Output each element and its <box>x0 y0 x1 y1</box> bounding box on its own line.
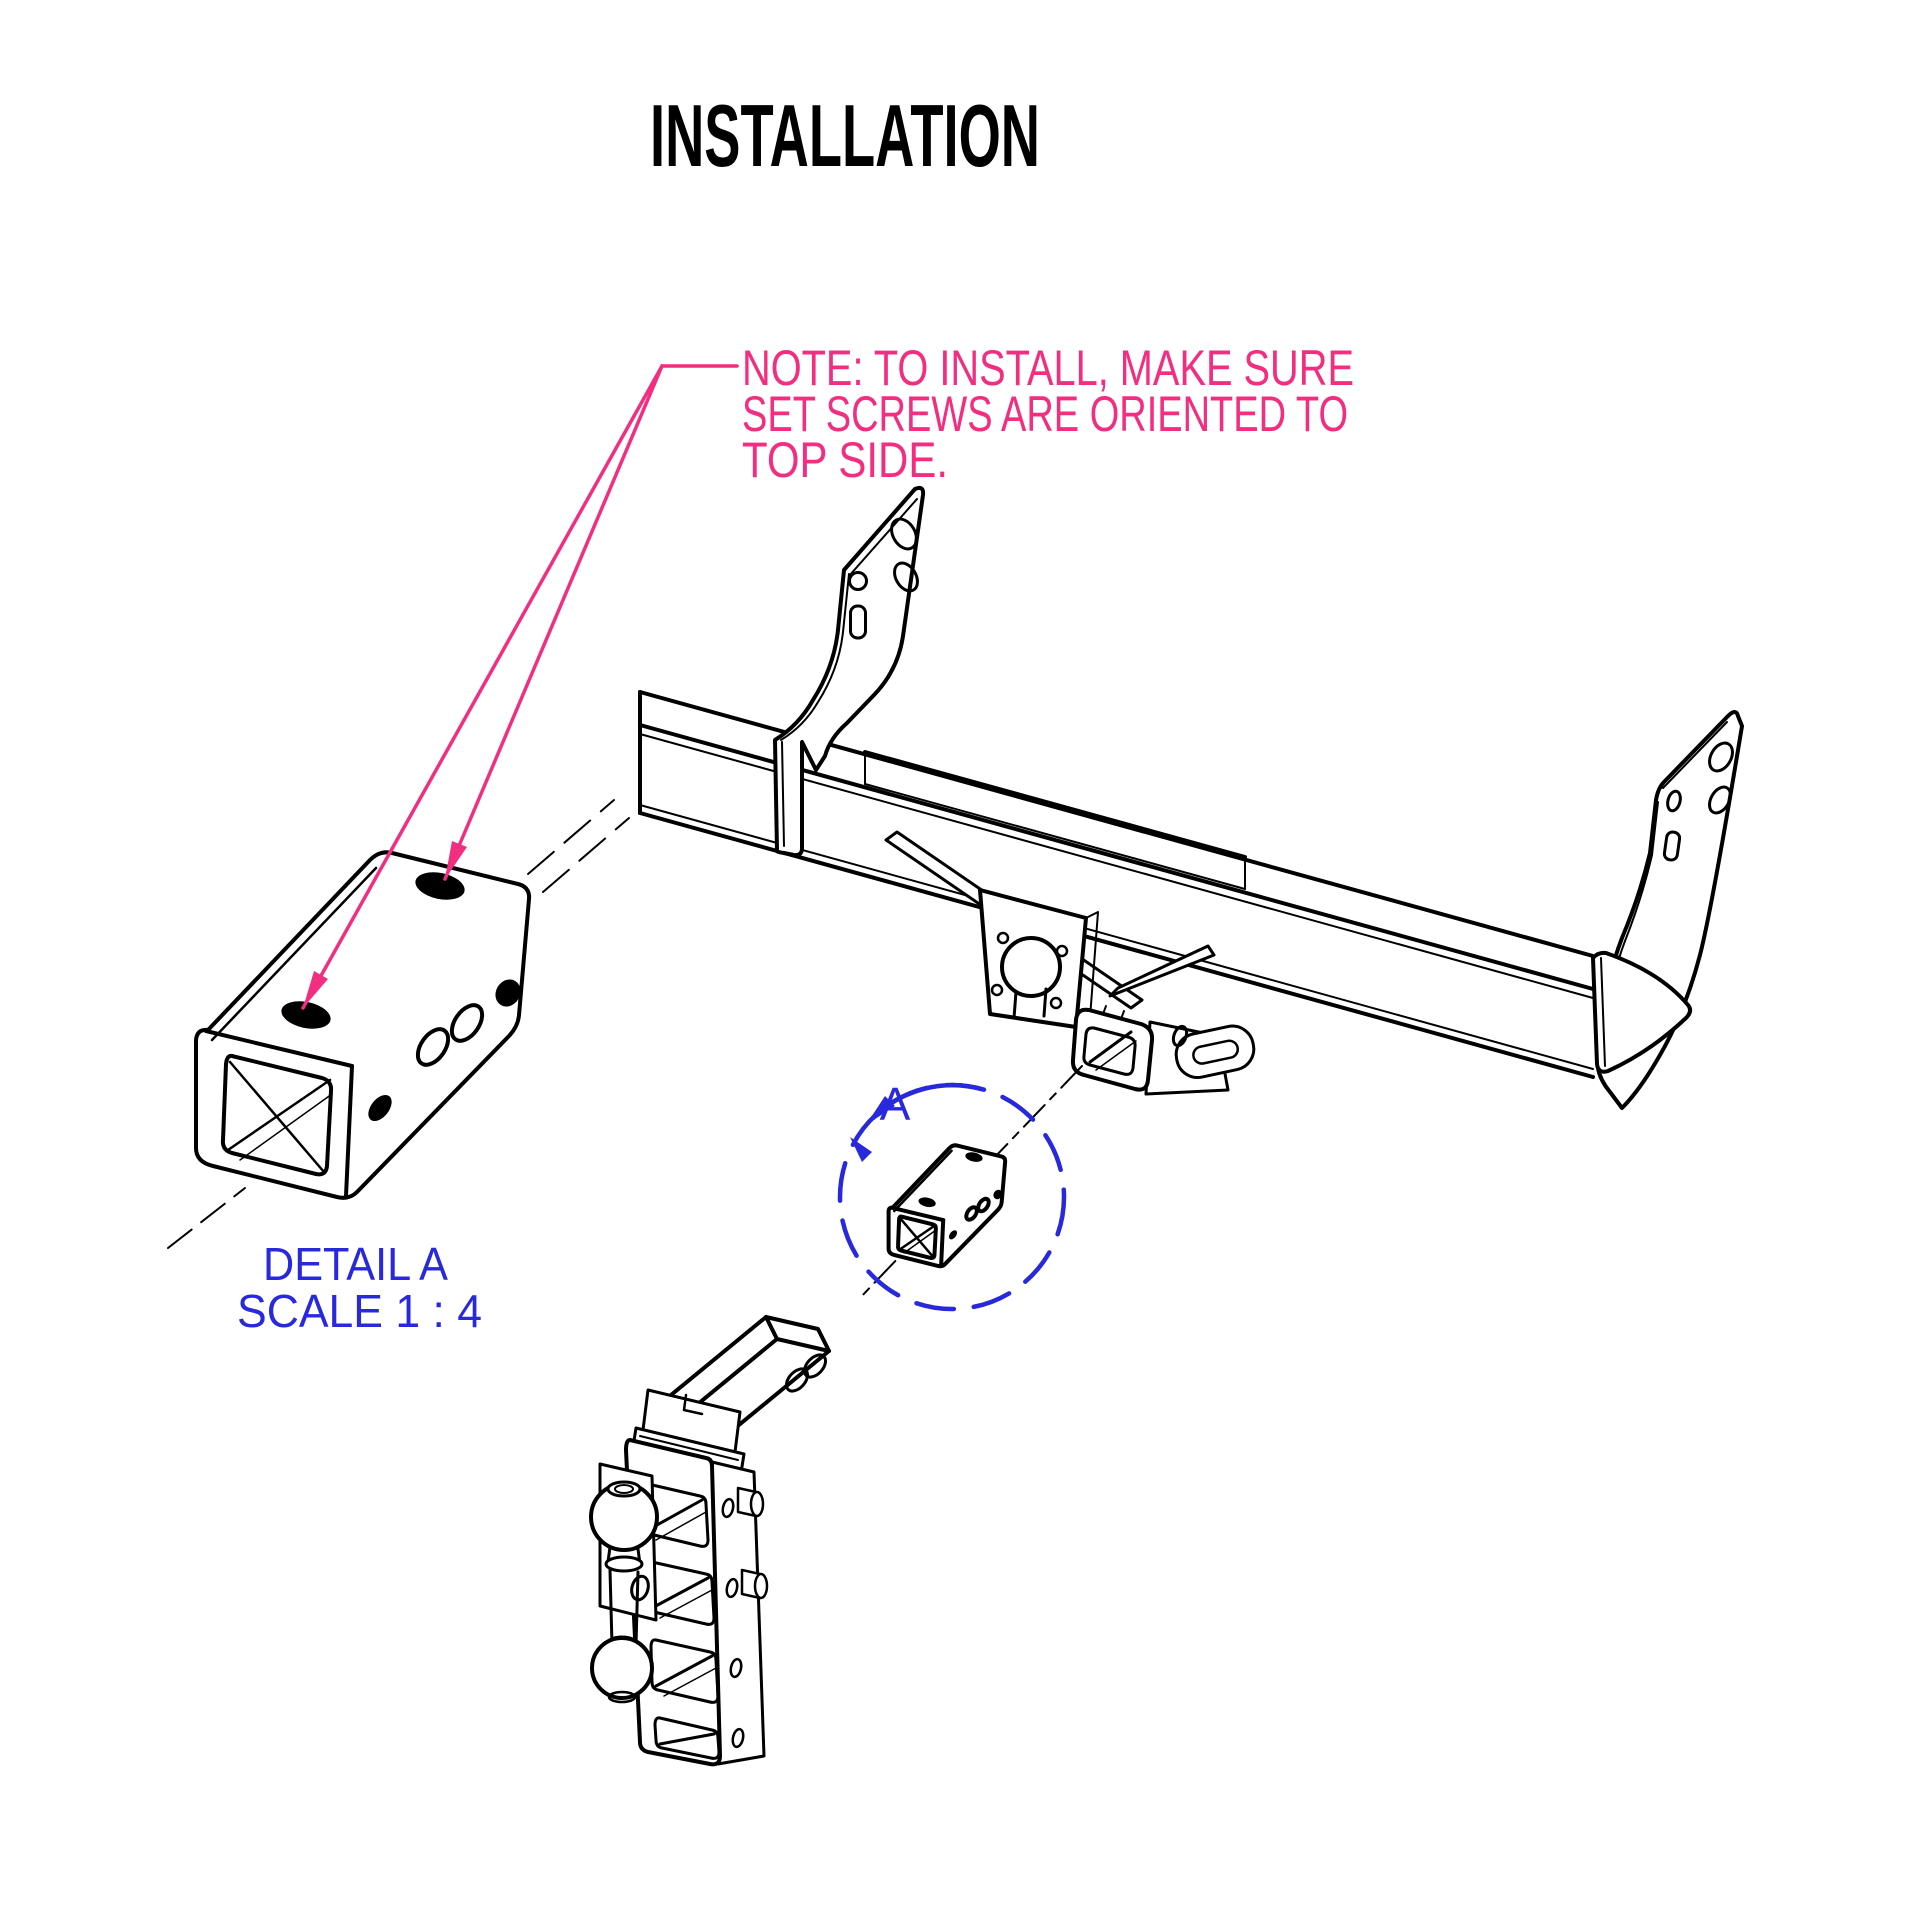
page-title: INSTALLATION <box>650 86 1040 185</box>
receiver-opening-collar <box>1070 1005 1155 1092</box>
center-reinforcement-plate <box>863 750 1247 890</box>
leader-arrowhead-2 <box>445 841 467 879</box>
detail-circle-a: A <box>837 1078 1067 1312</box>
note-line-3: TOP SIDE. <box>742 432 948 488</box>
adjustable-ball-mount <box>589 1315 831 1767</box>
detail-arc-arrowhead-2 <box>850 1137 872 1162</box>
adjustment-pin-studs <box>736 1486 769 1600</box>
note-text: NOTE: TO INSTALL, MAKE SURE SET SCREWS A… <box>742 340 1354 488</box>
receiver-tube <box>1070 1005 1256 1096</box>
leader-arrowhead-1 <box>303 971 328 1008</box>
hitch-ball-lower <box>590 1635 654 1704</box>
side-pin-holes <box>368 979 521 1122</box>
detail-arc-arrowhead <box>866 1096 895 1125</box>
detail-a-label: DETAIL A <box>263 1238 448 1290</box>
adapter-sleeve-detail-part <box>196 852 529 1198</box>
beam-end-cap <box>1591 950 1693 1074</box>
detail-circle-letter: A <box>880 1078 911 1130</box>
note-line-1: NOTE: TO INSTALL, MAKE SURE <box>742 340 1354 396</box>
adapter-sleeve-in-assembly <box>887 1144 1006 1267</box>
detail-a-centerlines <box>167 799 630 1249</box>
connector-bracket <box>978 888 1099 1029</box>
safety-chain-loop <box>1174 1024 1256 1080</box>
note-line-2: SET SCREWS ARE ORIENTED TO <box>742 386 1348 442</box>
hitch-ball-upper <box>589 1480 659 1573</box>
left-mounting-bracket <box>773 485 926 858</box>
set-screw-holes <box>281 872 465 1029</box>
note-leader-lines <box>301 364 739 1010</box>
right-mounting-bracket <box>1591 710 1744 1110</box>
detail-a-labels: DETAIL A SCALE 1 : 4 <box>237 1238 482 1337</box>
detail-a-scale-label: SCALE 1 : 4 <box>237 1285 482 1337</box>
dual-hitch-balls <box>589 1462 659 1704</box>
